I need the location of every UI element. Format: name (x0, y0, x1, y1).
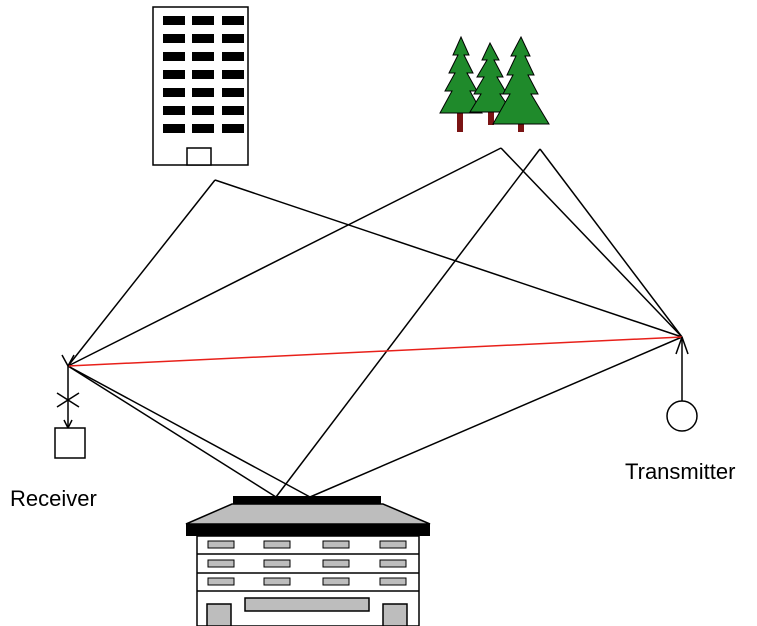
reflection-path-ground (67, 365, 311, 498)
building-roof (185, 503, 431, 525)
tree-foliage (439, 35, 483, 114)
building-window (263, 540, 291, 549)
building-window (163, 16, 185, 25)
tree-foliage (492, 35, 550, 125)
reflection-path-building (214, 179, 683, 338)
antenna-icon (675, 336, 689, 401)
building-window (163, 52, 185, 61)
tree-foliage (469, 41, 513, 113)
building-window (192, 70, 214, 79)
building-window (192, 52, 214, 61)
building-window (222, 52, 244, 61)
reflection-path-trees (67, 147, 502, 367)
large-building-icon (185, 496, 431, 626)
office-building-icon (152, 6, 249, 166)
reflection-path-building (67, 179, 216, 367)
building-window (222, 16, 244, 25)
building-window (163, 70, 185, 79)
receiver-label: Receiver (10, 486, 97, 511)
building-window (322, 540, 350, 549)
rooftop-reflector (233, 496, 381, 504)
building-window (263, 577, 291, 586)
building-window (222, 124, 244, 133)
building-window (163, 124, 185, 133)
reflection-path-trees (500, 147, 683, 338)
building-window (207, 577, 235, 586)
building-window (163, 88, 185, 97)
building-window (192, 16, 214, 25)
building-window (222, 106, 244, 115)
reflection-path-ground (309, 336, 683, 498)
building-window (192, 88, 214, 97)
propagation-paths (67, 147, 683, 498)
reflection-path-trees (275, 148, 541, 498)
receiver-box-icon (54, 427, 86, 459)
building-window (379, 559, 407, 568)
building-window (322, 577, 350, 586)
antenna-icon (61, 354, 75, 428)
building-window (207, 559, 235, 568)
building-window (379, 540, 407, 549)
receiver-station (54, 354, 86, 459)
building-window (163, 106, 185, 115)
building-window (192, 124, 214, 133)
building-window (222, 70, 244, 79)
building-window (222, 34, 244, 43)
building-window (222, 88, 244, 97)
building-window (207, 540, 235, 549)
building-window (263, 559, 291, 568)
tree-trunk (457, 103, 463, 132)
building-window (163, 34, 185, 43)
building-window (192, 106, 214, 115)
reflection-path-ground (67, 365, 277, 498)
building-window (322, 559, 350, 568)
building-window (192, 34, 214, 43)
line-of-sight-path (67, 336, 683, 367)
x-mark-icon (56, 392, 80, 408)
transmitter-source-icon (666, 400, 698, 432)
transmitter-station (666, 336, 698, 432)
reflection-path-trees (539, 148, 683, 338)
tree-cluster-icon (439, 35, 550, 132)
building-window (379, 577, 407, 586)
transmitter-label: Transmitter (625, 459, 736, 484)
